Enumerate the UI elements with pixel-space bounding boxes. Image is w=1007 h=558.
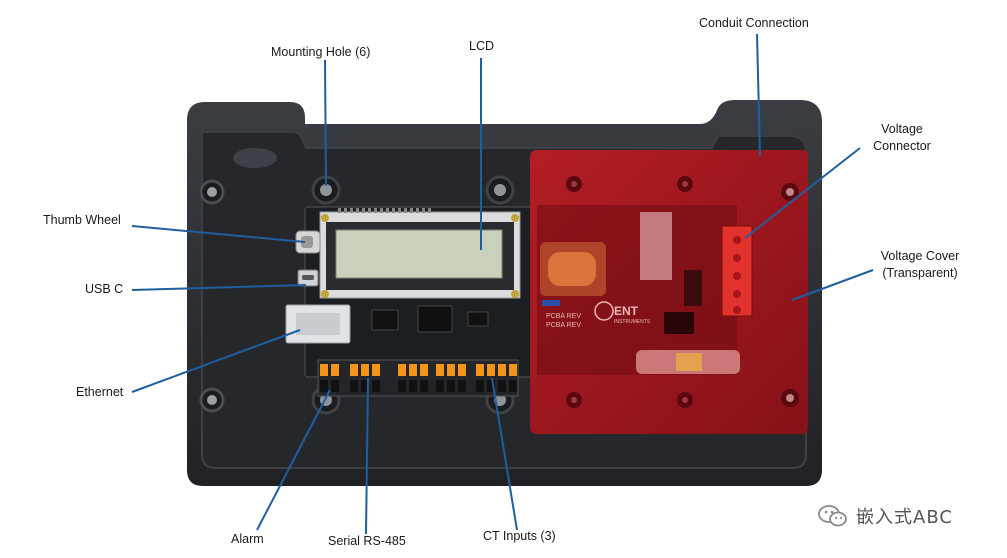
label-mounting-hole: Mounting Hole (6) (271, 45, 371, 59)
leader-serial (365, 377, 369, 535)
leader-voltage-cover (791, 269, 874, 301)
label-ethernet: Ethernet (76, 385, 124, 399)
leader-alarm (256, 389, 331, 531)
label-voltage-connector: Voltage Connector (862, 121, 942, 155)
label-lcd: LCD (469, 39, 495, 53)
brand-logo-icon (594, 301, 614, 321)
label-voltage-connector-line1: Voltage (881, 122, 923, 136)
voltage-cover: PCBA REV PCBA REV ENT INSTRUMENTS (530, 150, 808, 434)
wechat-icon (818, 505, 847, 527)
brand-subtitle: INSTRUMENTS (614, 319, 651, 325)
pcba-label: PCBA REV (546, 313, 581, 320)
label-serial-rs485: Serial RS-485 (328, 534, 406, 548)
leader-ethernet (131, 329, 301, 393)
leader-ct-inputs (491, 377, 518, 531)
pcb-board (285, 206, 536, 397)
label-voltage-cover: Voltage Cover (Transparent) (872, 248, 968, 282)
leader-mounting-hole (324, 59, 327, 187)
label-conduit-connection: Conduit Connection (699, 16, 809, 30)
mounting-holes (199, 175, 515, 415)
leader-usb-c (131, 284, 307, 291)
pcba-label: PCBA REV (546, 322, 581, 329)
watermark-text: 嵌入式ABC (856, 507, 953, 528)
label-thumb-wheel: Thumb Wheel (43, 213, 121, 227)
leader-thumb-wheel (131, 225, 306, 243)
lcd-screen (335, 229, 503, 279)
leader-conduit (756, 33, 761, 157)
label-usb-c: USB C (85, 282, 124, 296)
label-voltage-connector-line2: Connector (873, 139, 931, 153)
leader-voltage-connector (744, 147, 861, 239)
watermark: 嵌入式ABC (818, 503, 953, 529)
label-voltage-cover-line1: Voltage Cover (880, 249, 960, 263)
brand-name: ENT (614, 304, 639, 318)
label-alarm: Alarm (231, 532, 264, 546)
label-ct-inputs: CT Inputs (3) (483, 529, 556, 543)
label-voltage-cover-line2: (Transparent) (882, 266, 958, 280)
leader-lines (131, 33, 874, 535)
terminal-blocks (317, 359, 519, 397)
